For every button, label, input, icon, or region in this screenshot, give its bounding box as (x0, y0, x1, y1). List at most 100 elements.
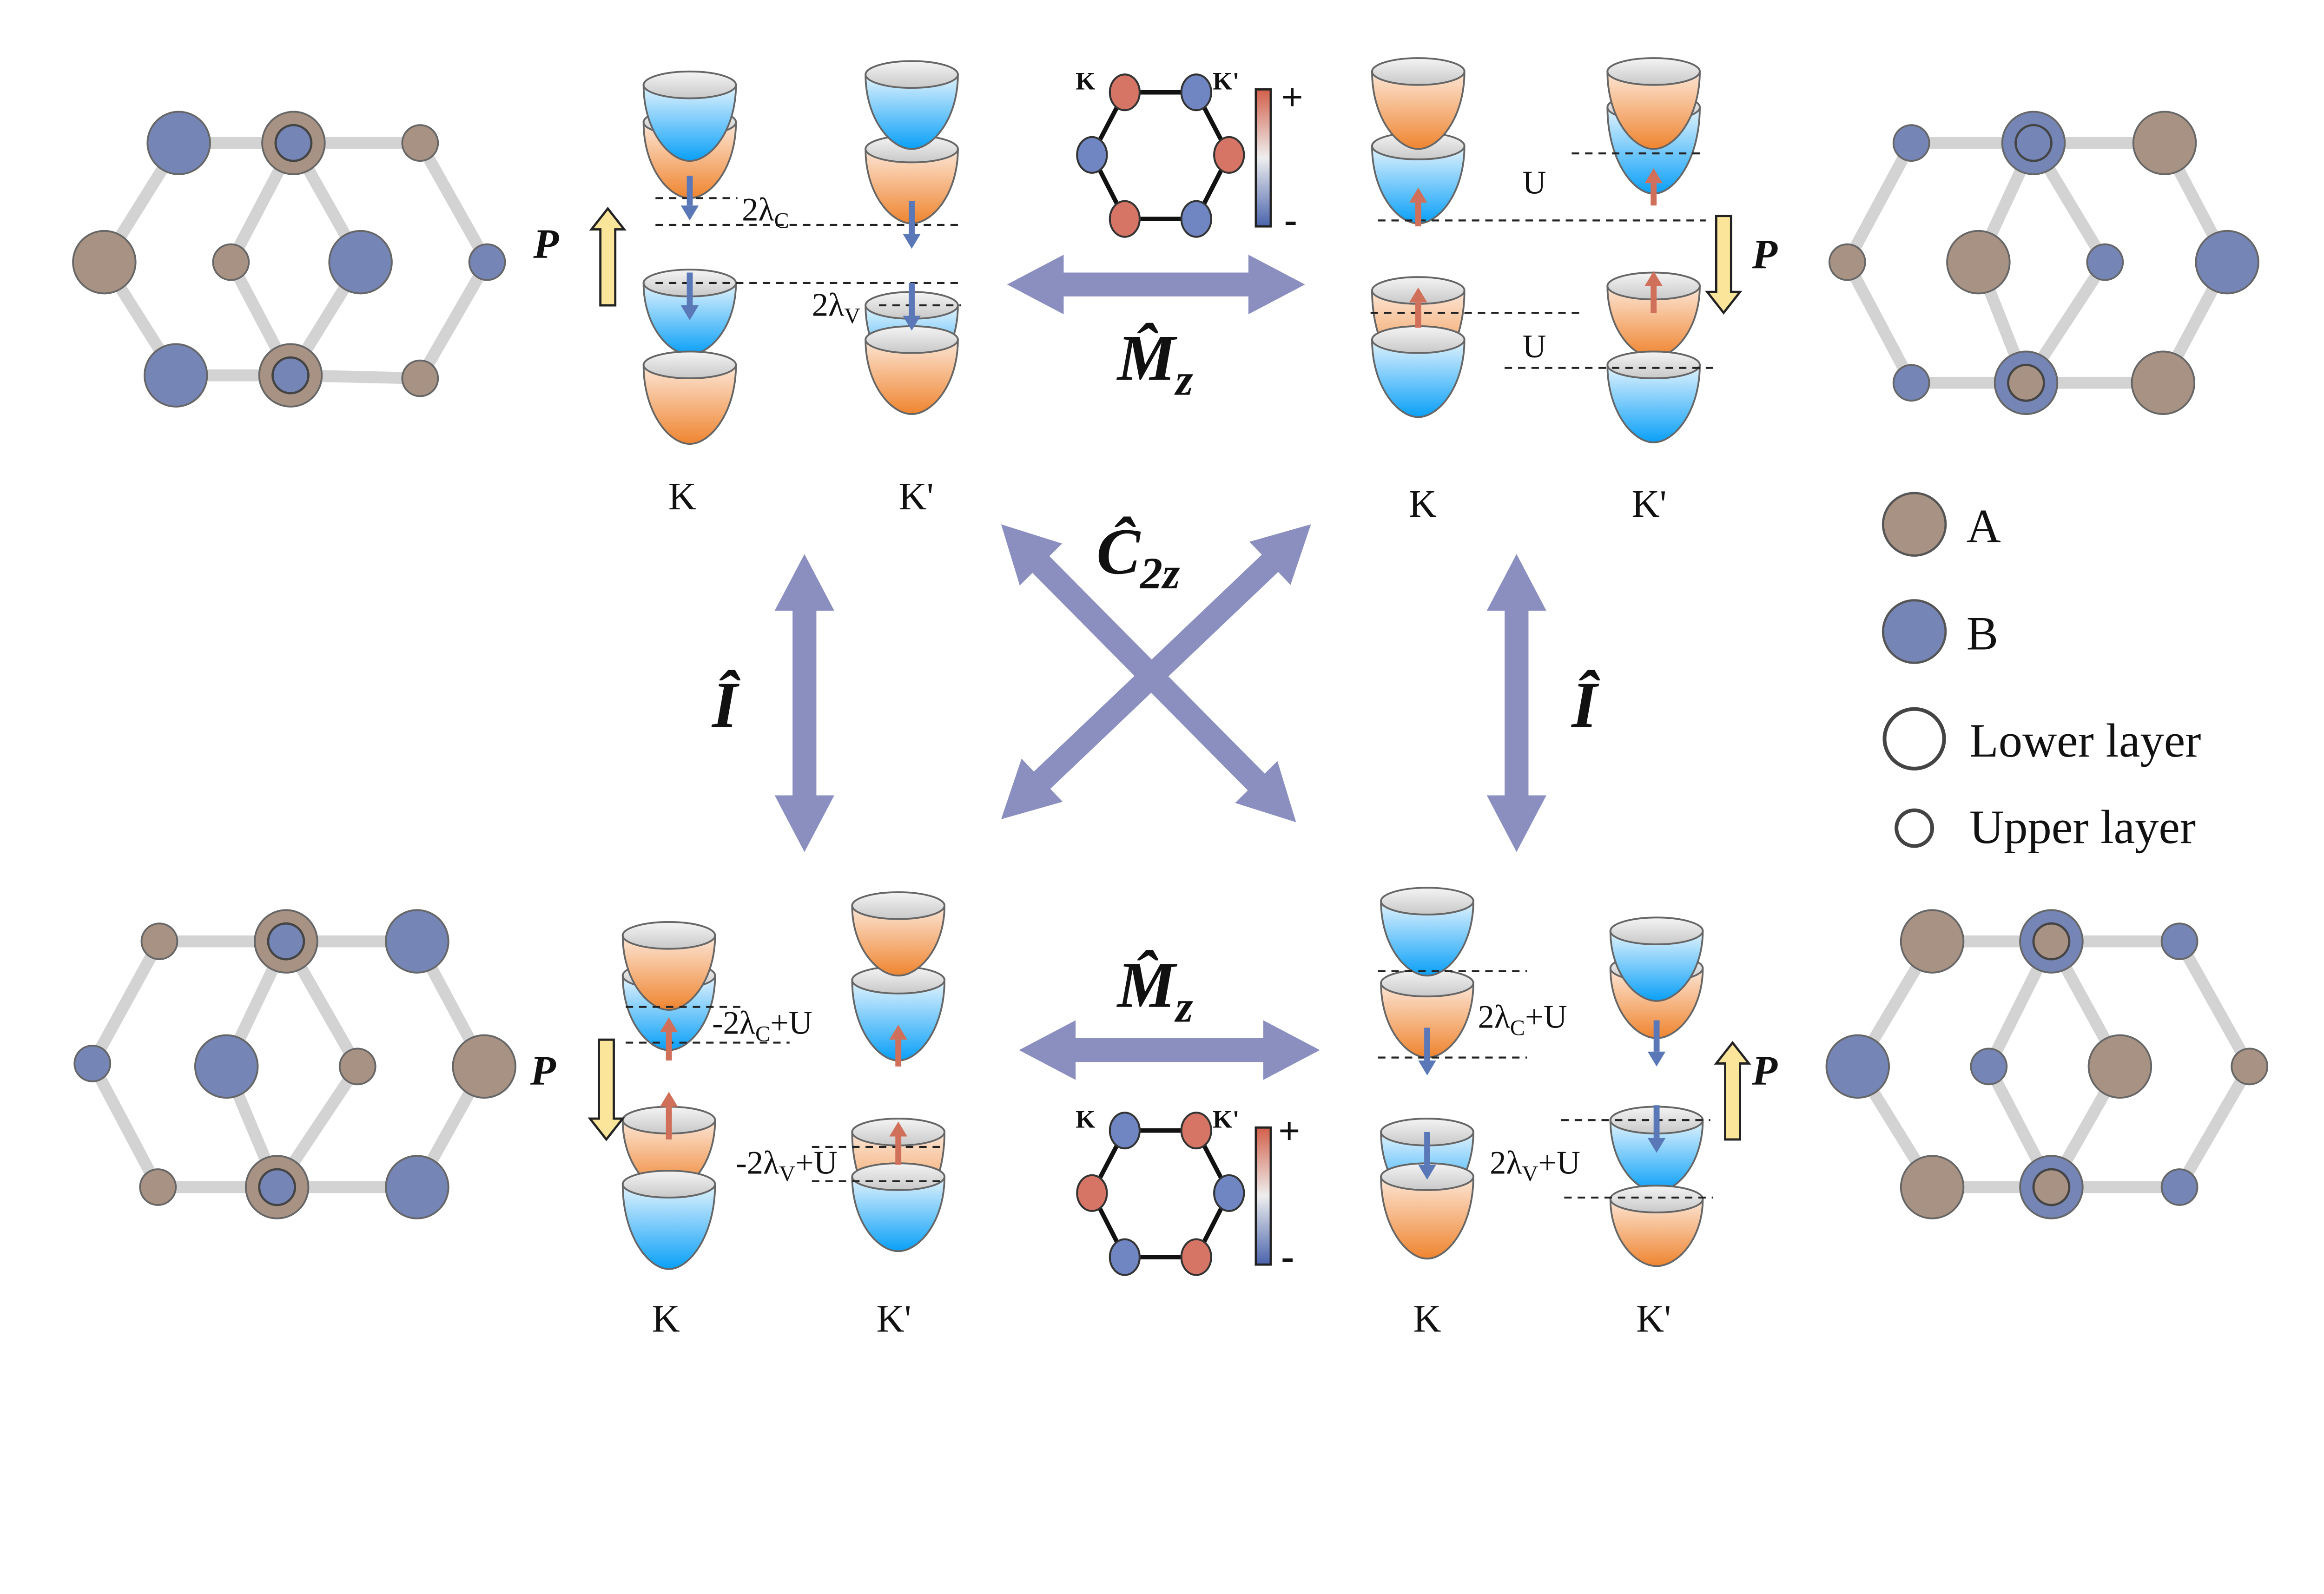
spin-arrowhead (1418, 1060, 1436, 1076)
site-b (146, 111, 211, 175)
valley-label-kp: K' (899, 475, 934, 518)
conduction-band-cone (1606, 364, 1701, 443)
operator-symbol: M̂ (1116, 948, 1178, 1021)
valley-label-k: K (1413, 1298, 1441, 1340)
colorbar-plus: + (1281, 76, 1303, 119)
spin-arrowhead (1647, 1138, 1666, 1153)
positive-curvature-node (1076, 1174, 1108, 1212)
curvature-colorbar (1254, 88, 1272, 228)
positive-curvature-node (1180, 1112, 1212, 1150)
polarization-down-arrow-icon (588, 1038, 625, 1141)
positive-curvature-node (1109, 73, 1141, 112)
mirror-double-arrow (1007, 255, 1305, 315)
polarization-up-arrow-icon (589, 206, 627, 307)
colorbar-minus: - (1284, 198, 1297, 241)
rotation-operator-label: Ĉ2z (1096, 515, 1180, 598)
conduction-band-cone (1606, 70, 1701, 150)
stacked-upper-site (267, 922, 305, 961)
valley-label-kp: K' (1636, 1298, 1671, 1340)
band-cone-rim (1371, 325, 1466, 354)
site-a (2131, 350, 2196, 415)
site-b (1892, 124, 1930, 162)
band-cone-rim (1606, 57, 1701, 86)
band-cone-rim (1609, 916, 1704, 945)
rotation-double-arrow (1001, 524, 1311, 819)
negative-curvature-node (1213, 1174, 1245, 1212)
site-a (212, 243, 250, 281)
legend: A B Lower layer Upper layer (1882, 492, 2201, 854)
gap-label-valence: -2λV+U (736, 1145, 837, 1186)
inversion-double-arrow (774, 554, 834, 852)
stacked-upper-site (2007, 363, 2045, 402)
legend-site-a-icon (1882, 492, 1947, 557)
gap-label-tail: +U (1538, 1145, 1580, 1181)
polarization-arrow-body (589, 206, 627, 307)
legend-label: Lower layer (1969, 715, 2201, 767)
mirror-operator-label: M̂z (1116, 948, 1193, 1032)
site-b (143, 343, 208, 408)
mirror-operator-label: M̂z (1116, 321, 1193, 404)
polarization-label: P (530, 1047, 556, 1093)
gap-label-main: 2λ (812, 287, 844, 323)
gap-label-main: 2λ (1478, 999, 1510, 1035)
valley-label-kp: K' (876, 1298, 911, 1340)
spin-arrowhead (1409, 187, 1427, 203)
spin-arrowhead (903, 234, 921, 249)
inversion-operator-label: Î (711, 668, 740, 741)
site-b (385, 909, 449, 974)
gap-label-valence: 2λV (812, 287, 860, 328)
gap-label-sub: V (1522, 1162, 1538, 1186)
legend-site-b-icon (1882, 599, 1947, 664)
gap-label-valence: 2λV+U (1490, 1145, 1580, 1186)
double-arrow-shape (1019, 1020, 1320, 1080)
conduction-band-cone (1371, 338, 1466, 418)
curvature-colorbar (1254, 1126, 1272, 1266)
band-cone-rim (1380, 887, 1474, 916)
site-a (72, 230, 137, 295)
spin-arrowhead (889, 1025, 907, 1040)
legend-label: Upper layer (1969, 801, 2196, 854)
gap-label-conduction: 2λC+U (1478, 999, 1567, 1041)
site-b (194, 1034, 259, 1099)
gap-label-tail: +U (770, 1005, 812, 1041)
valley-label-k: K (668, 475, 696, 518)
gap-label-sub: C (755, 1021, 770, 1046)
operator-symbol: M̂ (1116, 321, 1178, 394)
band-cone-rim (621, 921, 716, 950)
polarization-up-arrow-icon (1714, 1041, 1751, 1141)
site-a (140, 922, 178, 961)
gap-label-tail: +U (1525, 999, 1567, 1035)
band-panel (642, 60, 961, 445)
spin-arrowhead (1644, 271, 1663, 286)
site-b (2195, 230, 2259, 295)
double-arrow-shape (1007, 255, 1305, 315)
conduction-band-cone (621, 1183, 716, 1270)
valley-label-k: K (1409, 483, 1437, 526)
positive-curvature-node (1180, 1238, 1212, 1276)
polarization-down-arrow-icon (1705, 215, 1743, 315)
site-a (452, 1034, 516, 1099)
site-a (139, 1168, 177, 1206)
legend-label: A (1967, 501, 2001, 553)
gap-label-sub: V (779, 1162, 795, 1186)
double-arrow-shape (1486, 554, 1546, 852)
site-b (328, 230, 393, 295)
site-a (401, 124, 439, 162)
stacked-upper-site (2032, 922, 2071, 961)
honeycomb-lattice (73, 909, 516, 1219)
stacked-upper-site (2014, 124, 2053, 162)
site-a (2087, 1034, 2152, 1099)
berry-curvature-hexagon (1076, 1112, 1272, 1276)
site-b (1892, 364, 1930, 402)
gap-label-main: -2λ (736, 1145, 779, 1181)
site-b (1825, 1034, 1890, 1099)
band-cone-rim (851, 1162, 945, 1191)
negative-curvature-node (1076, 136, 1108, 174)
band-cone-rim (621, 1170, 716, 1199)
gap-label-u: U (1523, 165, 1546, 201)
berry-curvature-hexagon (1076, 73, 1272, 238)
spin-arrowhead (1647, 1051, 1666, 1067)
conduction-band-cone (1609, 1198, 1704, 1267)
site-a (1946, 230, 2011, 295)
conduction-band-cone (1371, 70, 1466, 150)
